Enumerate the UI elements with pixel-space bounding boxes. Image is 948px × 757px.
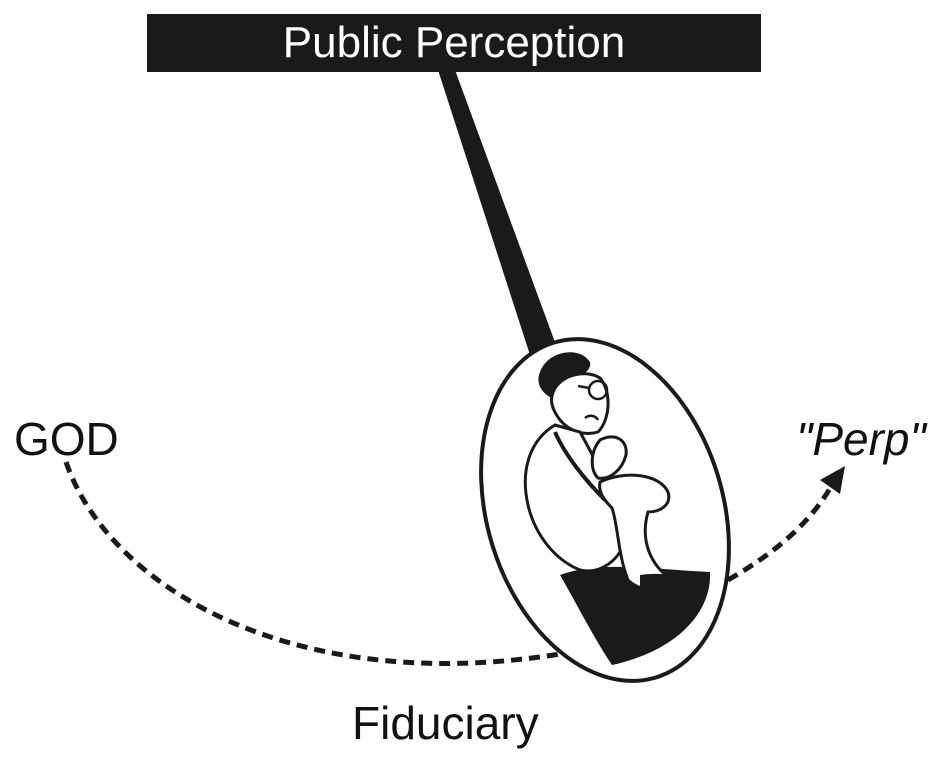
public-perception-banner: Public Perception — [147, 14, 761, 72]
seated-thinking-man-icon — [479, 337, 731, 683]
arrowhead-icon — [820, 466, 845, 494]
swing-arc-left — [63, 461, 573, 666]
perp-label: "Perp" — [796, 413, 926, 465]
fiduciary-label: Fiduciary — [352, 697, 539, 749]
god-label: GOD — [14, 413, 119, 465]
swing-arc-right — [726, 483, 835, 583]
pendulum-rod — [438, 70, 556, 355]
